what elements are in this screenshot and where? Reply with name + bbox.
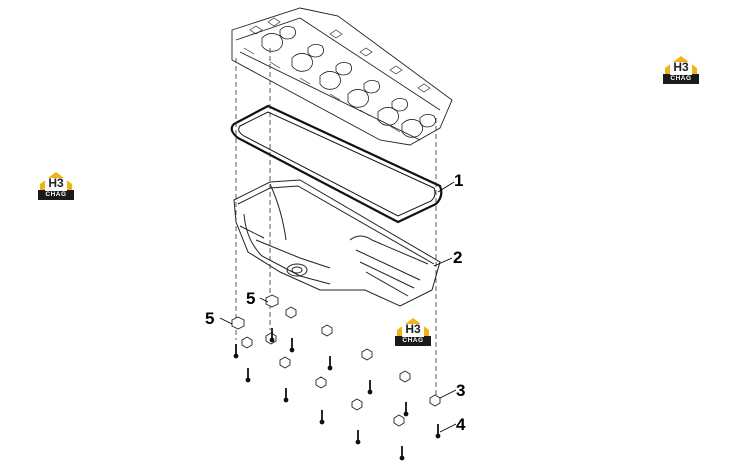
watermark-logo-icon: H3 CHAG — [663, 54, 699, 88]
oil-pan — [233, 179, 441, 307]
nuts — [231, 294, 441, 427]
callout-4: 4 — [456, 415, 466, 434]
oil-pan-gasket — [230, 104, 443, 224]
cylinder-head — [231, 7, 453, 146]
callout-2: 2 — [453, 248, 462, 267]
logo-text: CHAG — [45, 191, 67, 198]
watermark-logo-icon: H3 CHAG — [395, 316, 431, 350]
callout-1: 1 — [454, 171, 463, 190]
logo-text: CHAG — [402, 337, 424, 344]
logo-mark: H3 — [48, 176, 64, 190]
callout-3: 3 — [456, 381, 465, 400]
logo-text: CHAG — [670, 75, 692, 82]
watermark-logo-icon: H3 CHAG — [38, 170, 74, 204]
bolts — [233, 328, 441, 461]
alignment-lines — [235, 48, 437, 400]
callout-5-center: 5 — [246, 289, 255, 308]
logo-mark: H3 — [405, 322, 421, 336]
callout-5-left: 5 — [205, 309, 214, 328]
logo-mark: H3 — [673, 60, 689, 74]
leader-lines — [219, 181, 457, 433]
